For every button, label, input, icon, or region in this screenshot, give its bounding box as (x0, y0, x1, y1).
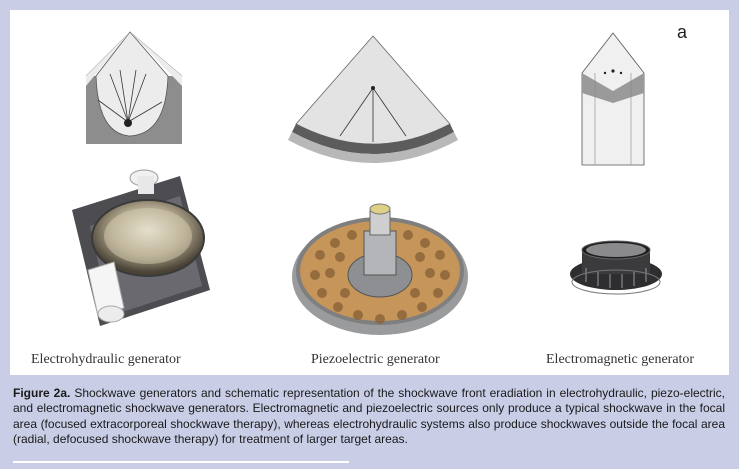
electromagnetic-generator-image (566, 238, 666, 298)
caption-text: Shockwave generators and schematic repre… (13, 386, 725, 446)
figure-label: Figure 2a. (13, 386, 70, 400)
figure-caption: Figure 2a. Shockwave generators and sche… (13, 386, 725, 447)
divider (13, 461, 349, 463)
electrohydraulic-schematic (80, 30, 190, 150)
electrohydraulic-generator-image (60, 170, 220, 330)
electrohydraulic-label: Electrohydraulic generator (31, 352, 181, 368)
piezoelectric-generator-image (290, 195, 470, 340)
piezoelectric-label: Piezoelectric generator (311, 352, 440, 368)
electromagnetic-schematic (578, 33, 648, 169)
piezoelectric-schematic (290, 36, 460, 146)
panel-letter: a (677, 22, 687, 43)
electromagnetic-label: Electromagnetic generator (546, 352, 694, 368)
